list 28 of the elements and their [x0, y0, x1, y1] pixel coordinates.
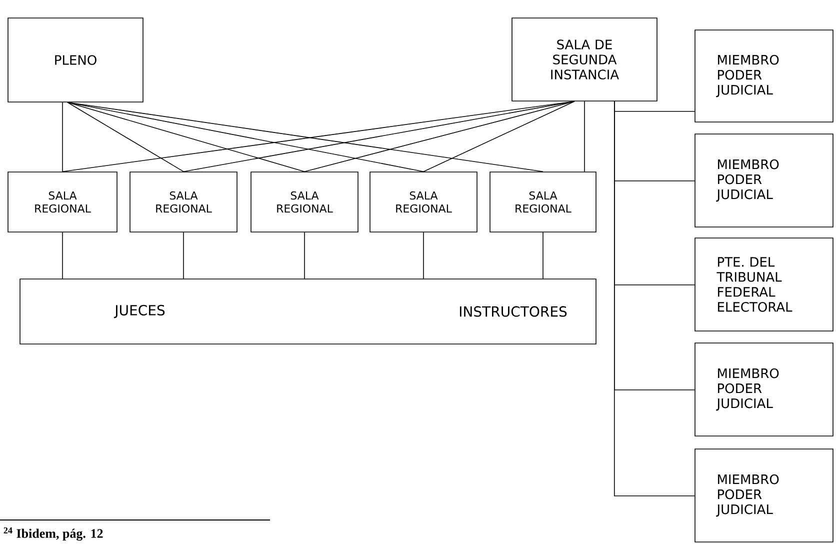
box: SALA REGIONAL	[490, 172, 596, 232]
connector-line	[67, 102, 305, 172]
box: MIEMBRO PODER JUDICIAL	[694, 448, 834, 542]
connector-line	[423, 101, 575, 172]
connector-line	[614, 101, 695, 496]
connector-line	[304, 232, 305, 279]
box: SALA REGIONAL	[250, 172, 358, 232]
connector-line	[62, 232, 63, 279]
connector-line	[62, 102, 63, 172]
box: PLENO	[8, 18, 144, 102]
box: MIEMBRO PODER JUDICIAL	[694, 30, 834, 122]
connector-line	[304, 101, 575, 172]
box: SALA REGIONAL	[130, 172, 238, 232]
connector-line	[423, 232, 424, 279]
connector-line	[183, 232, 184, 279]
box: SALA REGIONAL	[370, 172, 478, 232]
box: MIEMBRO PODER JUDICIAL	[694, 342, 834, 436]
box: PTE. DEL TRIBUNAL FEDERAL ELECTORAL	[694, 238, 834, 332]
footnote: $^{24}$ Ibidem, pág. 12	[4, 527, 103, 541]
box: SALA REGIONAL	[8, 172, 118, 232]
connector-line	[584, 101, 585, 172]
box: SALA DE SEGUNDA INSTANCIA	[512, 18, 658, 102]
connector-line	[183, 101, 575, 172]
connector-line	[67, 102, 184, 172]
connector-line	[67, 102, 424, 172]
box: MIEMBRO PODER JUDICIAL	[694, 134, 834, 228]
box: JUECES INSTRUCTORES	[20, 278, 596, 344]
connector-line	[542, 232, 544, 279]
